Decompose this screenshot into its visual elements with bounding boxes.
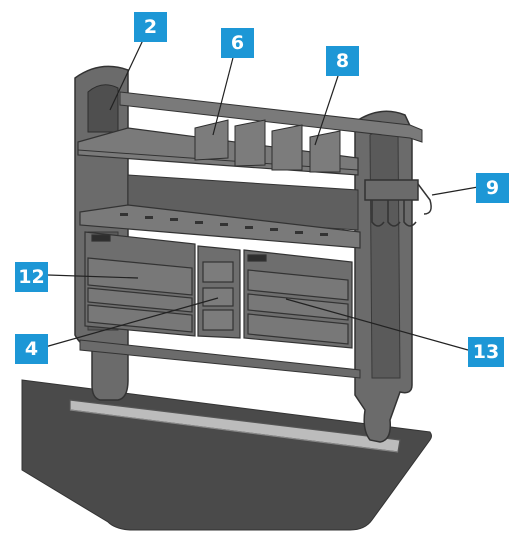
callout-6: 6 xyxy=(221,28,254,58)
shelf-slots xyxy=(120,213,328,236)
callout-12: 12 xyxy=(15,262,48,292)
callout-13: 13 xyxy=(468,337,504,367)
callout-2: 2 xyxy=(134,12,167,42)
shelf-dividers xyxy=(194,119,341,173)
callout-4: 4 xyxy=(15,334,48,364)
right-drawer-cabinet xyxy=(243,249,353,349)
hook-rack xyxy=(364,179,432,227)
callout-9: 9 xyxy=(476,173,509,203)
callout-8: 8 xyxy=(326,46,359,76)
leader-lines xyxy=(44,39,479,351)
lower-shelf xyxy=(79,204,361,249)
left-drawer-cabinet xyxy=(84,231,196,337)
top-rail xyxy=(119,91,423,143)
middle-drawer-stack xyxy=(197,245,241,339)
